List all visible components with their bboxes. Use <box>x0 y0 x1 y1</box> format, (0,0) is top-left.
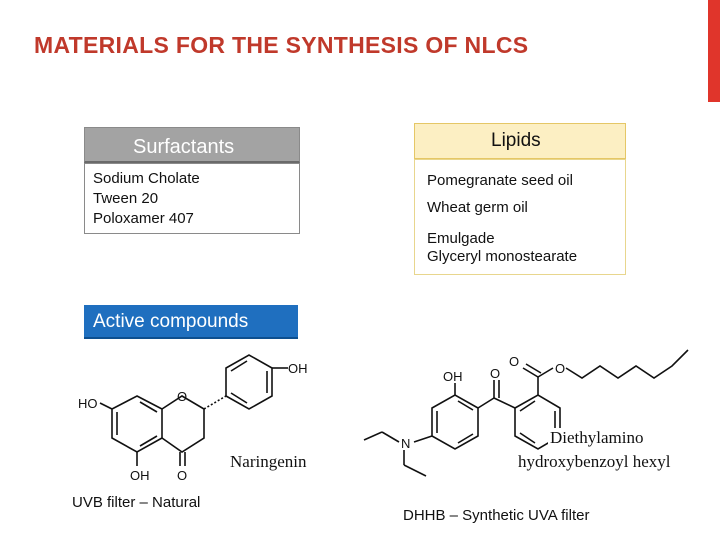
lipid-item: Emulgade <box>427 230 495 247</box>
atom-ho: HO <box>78 396 98 411</box>
naringenin-label: Naringenin <box>230 452 307 471</box>
atom-o: O <box>555 361 565 376</box>
dhhb-caption: DHHB – Synthetic UVA filter <box>403 507 590 524</box>
active-compounds-header: Active compounds <box>84 305 298 339</box>
surfactants-list: Sodium Cholate Tween 20 Poloxamer 407 <box>84 163 300 234</box>
atom-oh: OH <box>288 361 308 376</box>
surfactant-item: Tween 20 <box>93 190 159 207</box>
lipid-item: Pomegranate seed oil <box>427 172 573 189</box>
lipid-item: Glyceryl monostearate <box>427 248 578 265</box>
atom-o: O <box>490 366 500 381</box>
naringenin-caption: UVB filter – Natural <box>72 494 201 511</box>
dhhb-structure: OH O O O N <box>363 349 689 477</box>
surfactant-item: Poloxamer 407 <box>93 210 194 227</box>
atom-oh: OH <box>443 369 463 384</box>
accent-bar <box>708 0 720 102</box>
lipids-header: Lipids <box>414 123 626 159</box>
surfactant-item: Sodium Cholate <box>93 170 200 187</box>
dhhb-name-line2: hydroxybenzoyl hexyl <box>516 452 673 472</box>
naringenin-structure: OH HO O OH O <box>78 354 308 483</box>
atom-o: O <box>177 468 187 483</box>
atom-o: O <box>177 389 187 404</box>
dhhb-name-line1: Diethylamino <box>548 428 646 448</box>
lipid-item: Wheat germ oil <box>427 199 528 216</box>
lipids-list: Pomegranate seed oil Wheat germ oil Emul… <box>414 159 626 275</box>
atom-oh: OH <box>130 468 150 483</box>
atom-n: N <box>401 436 410 451</box>
slide-title: MATERIALS FOR THE SYNTHESIS OF NLCS <box>34 32 529 58</box>
surfactants-header: Surfactants <box>84 127 300 163</box>
atom-o: O <box>509 354 519 369</box>
